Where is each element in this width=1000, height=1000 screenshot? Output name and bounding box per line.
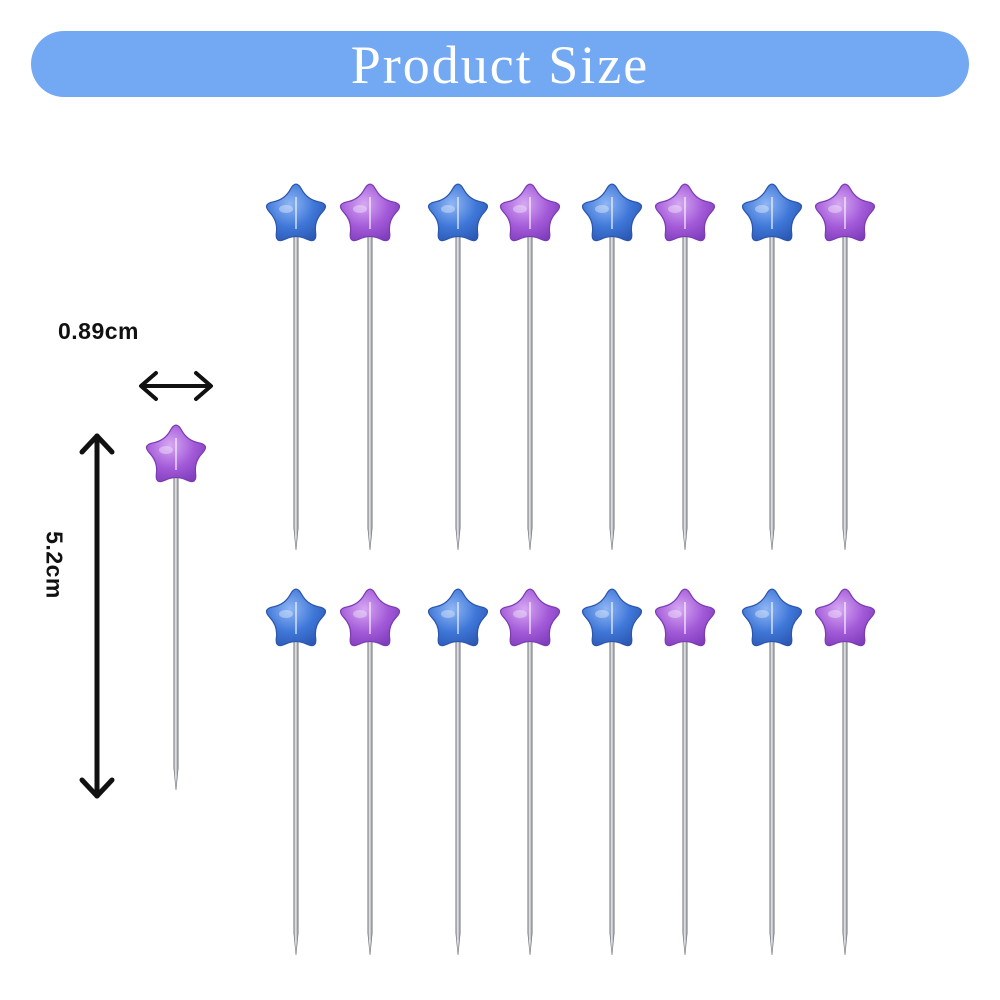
pin-row1-item7 <box>741 183 803 551</box>
head-highlight <box>441 205 455 213</box>
pin-needle <box>682 633 688 956</box>
pin-row2-item6 <box>654 588 716 956</box>
head-highlight <box>828 610 842 618</box>
pin-needle <box>609 228 615 551</box>
pin-needle <box>293 633 299 956</box>
head-highlight <box>668 205 682 213</box>
pin-needle <box>293 228 299 551</box>
head-highlight <box>595 205 609 213</box>
pin-needle <box>367 228 373 551</box>
title-banner: Product Size <box>31 31 969 97</box>
pin-needle <box>842 633 848 956</box>
double-arrow-horizontal-icon <box>139 371 213 401</box>
head-highlight <box>668 610 682 618</box>
pin-row2-item8 <box>814 588 876 956</box>
banner-title: Product Size <box>350 35 650 95</box>
head-highlight <box>159 446 173 454</box>
pin-row2-item7 <box>741 588 803 956</box>
pin-needle <box>367 633 373 956</box>
pin-row1-item1 <box>265 183 327 551</box>
head-highlight <box>595 610 609 618</box>
pin-row1-item2 <box>339 183 401 551</box>
pin-needle <box>769 228 775 551</box>
pin-needle <box>527 228 533 551</box>
head-highlight <box>441 610 455 618</box>
pin-row1-item6 <box>654 183 716 551</box>
pin-needle <box>527 633 533 956</box>
pin-row1-item8 <box>814 183 876 551</box>
pin-row1-item4 <box>499 183 561 551</box>
pin-needle <box>609 633 615 956</box>
pin-needle <box>173 469 179 791</box>
double-arrow-vertical-icon <box>79 433 115 799</box>
pin-row2-item4 <box>499 588 561 956</box>
pin-needle <box>455 228 461 551</box>
pin-row2-item5 <box>581 588 643 956</box>
pins-group <box>145 183 876 956</box>
pin-row2-item1 <box>265 588 327 956</box>
head-highlight <box>279 610 293 618</box>
width-dimension-label: 0.89cm <box>58 318 140 344</box>
head-highlight <box>279 205 293 213</box>
pin-row1-item5 <box>581 183 643 551</box>
pin-needle <box>769 633 775 956</box>
head-highlight <box>353 610 367 618</box>
head-highlight <box>755 205 769 213</box>
pin-needle <box>682 228 688 551</box>
pin-row2-item2 <box>339 588 401 956</box>
reference-pin <box>145 424 207 791</box>
head-highlight <box>513 610 527 618</box>
pin-row1-item3 <box>427 183 489 551</box>
head-highlight <box>353 205 367 213</box>
head-highlight <box>513 205 527 213</box>
head-highlight <box>828 205 842 213</box>
pin-row2-item3 <box>427 588 489 956</box>
pin-needle <box>455 633 461 956</box>
pin-needle <box>842 228 848 551</box>
head-highlight <box>755 610 769 618</box>
